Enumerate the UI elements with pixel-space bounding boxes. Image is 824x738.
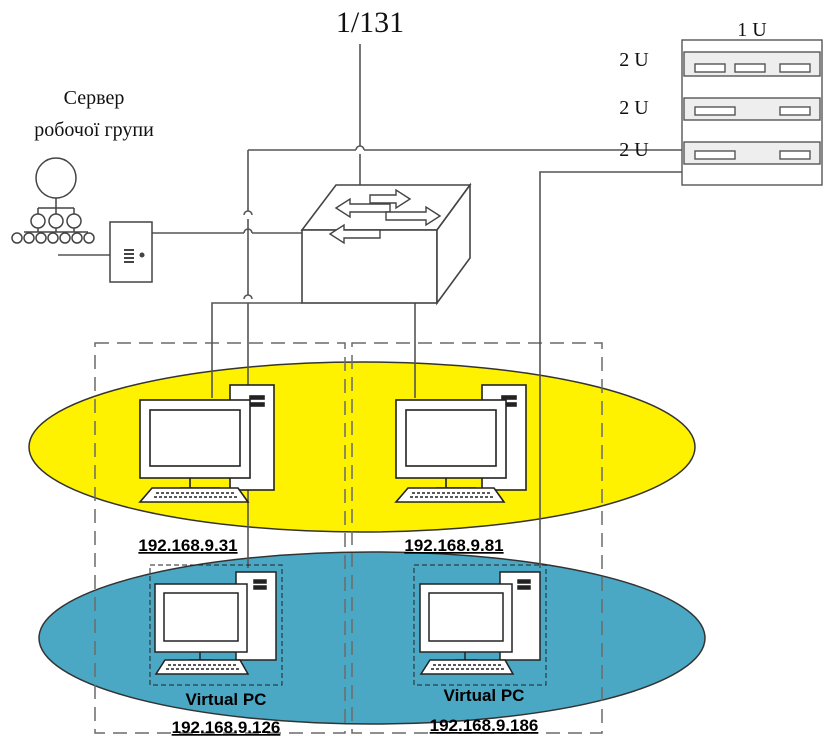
workgroup-icon: [12, 158, 94, 243]
pc1-ip-label: 192.168.9.31: [138, 536, 237, 555]
left-drop-hop2: [244, 295, 252, 299]
vpc1-ip-label: 192.168.9.126: [172, 718, 281, 737]
rack-label-1u: 1 U: [737, 19, 767, 41]
uplink-label: 1/131: [336, 6, 404, 39]
rack-label-2u-c: 2 U: [619, 139, 649, 161]
yellow-zone-ellipse: [29, 362, 695, 532]
server-label-line1: Сервер: [64, 87, 125, 109]
server-label-line2: робочої групи: [34, 119, 154, 141]
left-drop-hop1: [244, 211, 252, 215]
uplink-hop: [356, 146, 364, 150]
server-tower-icon: [110, 222, 152, 282]
switch-icon: [302, 185, 470, 303]
rack-label-2u-b: 2 U: [619, 97, 649, 119]
vpc2-ip-label: 192.168.9.186: [430, 716, 539, 735]
blue-zone-ellipse: [39, 552, 705, 724]
pc2-ip-label: 192.168.9.81: [404, 536, 503, 555]
rack-icon: [682, 40, 822, 185]
rack-label-2u-a: 2 U: [619, 49, 649, 71]
vpc2-name-label: Virtual PC: [444, 686, 525, 705]
vpc1-name-label: Virtual PC: [186, 690, 267, 709]
